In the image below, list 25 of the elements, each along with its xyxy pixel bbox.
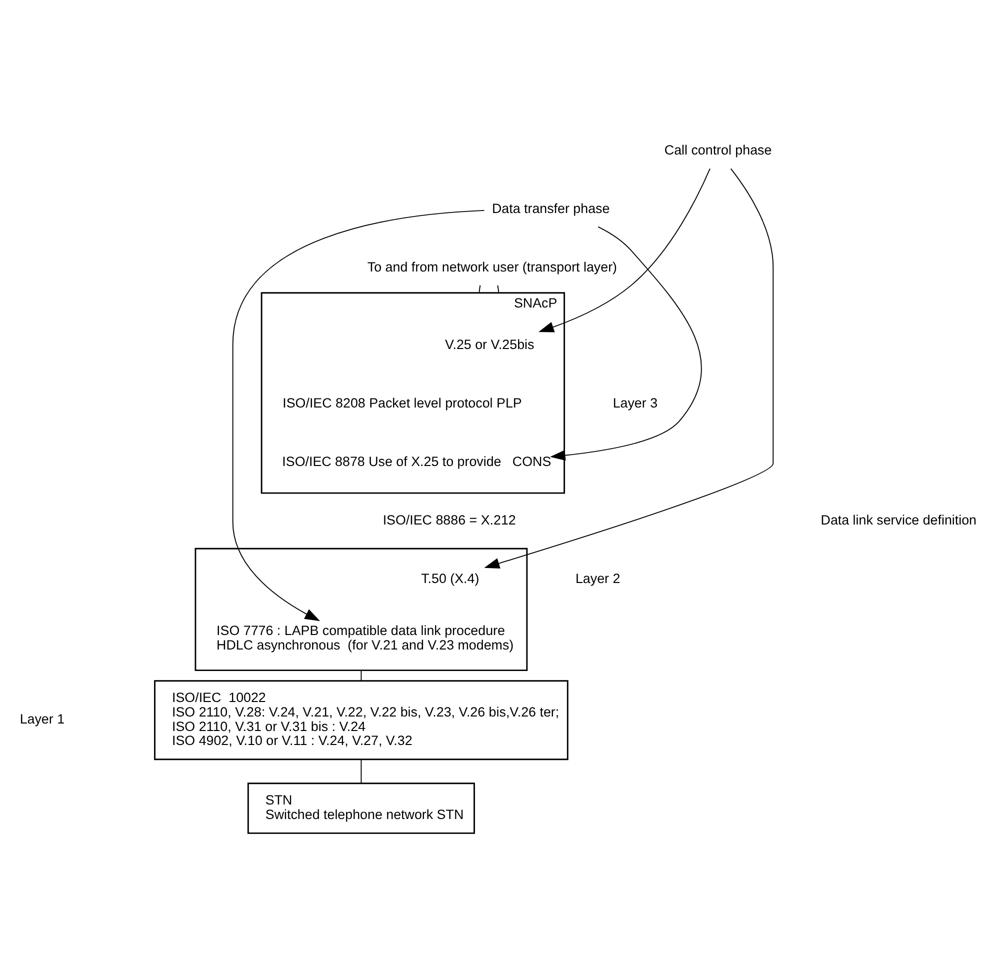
node-text: V.25 or V.25bis: [445, 337, 534, 352]
connector: [478, 284, 481, 294]
label: ISO/IEC 8886 = X.212: [382, 512, 516, 528]
connector: [360, 759, 362, 784]
node-text: T.50 (X.4): [421, 570, 480, 586]
node-label: SNAcP: [514, 295, 558, 310]
label: Layer 3: [612, 396, 658, 411]
arrow: [538, 168, 710, 332]
connector: [360, 670, 362, 682]
node-text: Call control phase: [664, 142, 772, 158]
arrow: [484, 168, 774, 569]
label: Data link service definition: [820, 512, 977, 528]
arrow: [232, 210, 485, 622]
node-text: ISO/IEC 8878 Use of X.25 to provide CONS: [282, 454, 552, 469]
label: Layer 2: [575, 570, 620, 586]
label: Layer 1: [20, 712, 65, 727]
cluster: [194, 548, 528, 672]
node-box: STN Switched telephone network STN: [247, 782, 475, 834]
node-box: ISO/IEC 10022 ISO 2110, V.28: V.24, V.21, V.22, V.22 bis, V.23, V.26 bis,V.26 ter; ISO 2110, V.31 or V.31 bis : V.24 ISO 4902, V.10 or V.11 : V.24, V.27, V.32: [154, 680, 568, 760]
node-text: ISO 7776 : LAPB compatible data link procedure HDLC asynchronous (for V.21 and V.23 modems): [216, 623, 514, 652]
arrow: [550, 226, 702, 461]
node-text: Data transfer phase: [492, 201, 610, 216]
connector: [497, 284, 500, 294]
node-text: ISO/IEC 8208 Packet level protocol PLP: [282, 396, 522, 411]
node-text: To and from network user (transport layer): [367, 259, 618, 274]
